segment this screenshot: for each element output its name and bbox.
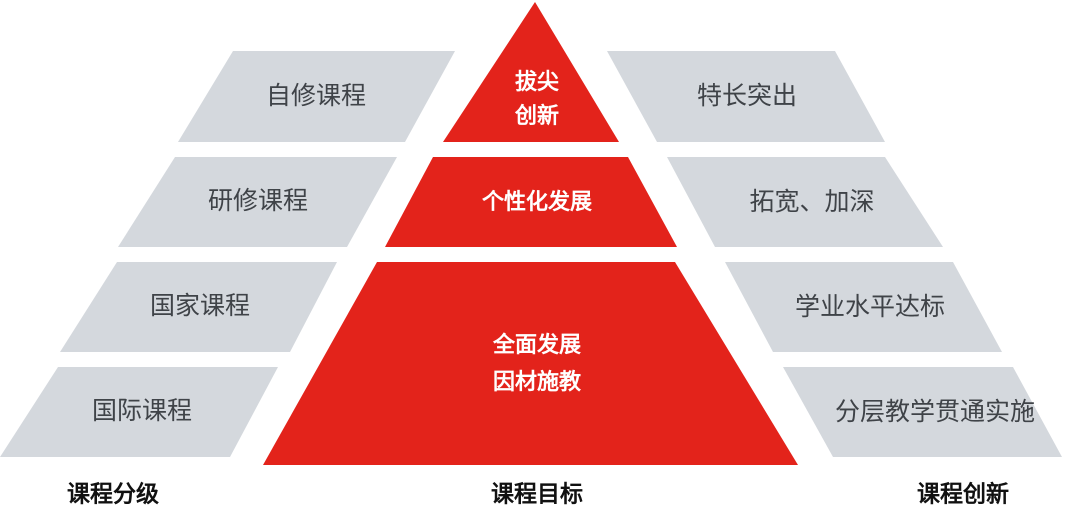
left-item-label: 自修课程 xyxy=(266,81,366,110)
right-item-label: 拓宽、加深 xyxy=(749,187,874,216)
left-item-label: 研修课程 xyxy=(208,186,308,215)
left-column: 自修课程 研修课程 国家课程 国际课程 课程分级 xyxy=(0,51,455,508)
left-panel xyxy=(60,262,337,352)
right-panel xyxy=(667,157,943,247)
left-item-label: 国际课程 xyxy=(92,396,192,425)
pyramid-top-label-line2: 创新 xyxy=(514,103,559,129)
pyramid: 拔尖 创新 个性化发展 全面发展 因材施教 课程目标 xyxy=(263,2,798,508)
pyramid-bottom-level xyxy=(263,262,798,465)
center-footer-label: 课程目标 xyxy=(491,482,583,508)
left-item-label: 国家课程 xyxy=(150,291,250,320)
right-panel xyxy=(783,367,1062,457)
right-panel xyxy=(725,262,1002,352)
pyramid-middle-level xyxy=(385,157,677,247)
right-panel xyxy=(607,51,885,142)
left-footer-label: 课程分级 xyxy=(67,481,159,508)
right-footer-label: 课程创新 xyxy=(917,481,1009,508)
right-column: 特长突出 拓宽、加深 学业水平达标 分层教学贯通实施 课程创新 xyxy=(607,51,1062,508)
right-item-label: 学业水平达标 xyxy=(795,292,945,321)
right-item-label: 特长突出 xyxy=(697,81,797,110)
right-item-label: 分层教学贯通实施 xyxy=(835,397,1035,426)
pyramid-middle-label: 个性化发展 xyxy=(482,189,592,215)
left-panel xyxy=(178,51,455,142)
pyramid-bottom-label-line2: 因材施教 xyxy=(493,369,582,395)
pyramid-top-label-line1: 拔尖 xyxy=(515,69,559,95)
pyramid-top-level xyxy=(443,2,619,142)
left-panel xyxy=(118,157,397,247)
pyramid-bottom-label-line1: 全面发展 xyxy=(492,332,581,358)
left-panel xyxy=(0,367,278,457)
